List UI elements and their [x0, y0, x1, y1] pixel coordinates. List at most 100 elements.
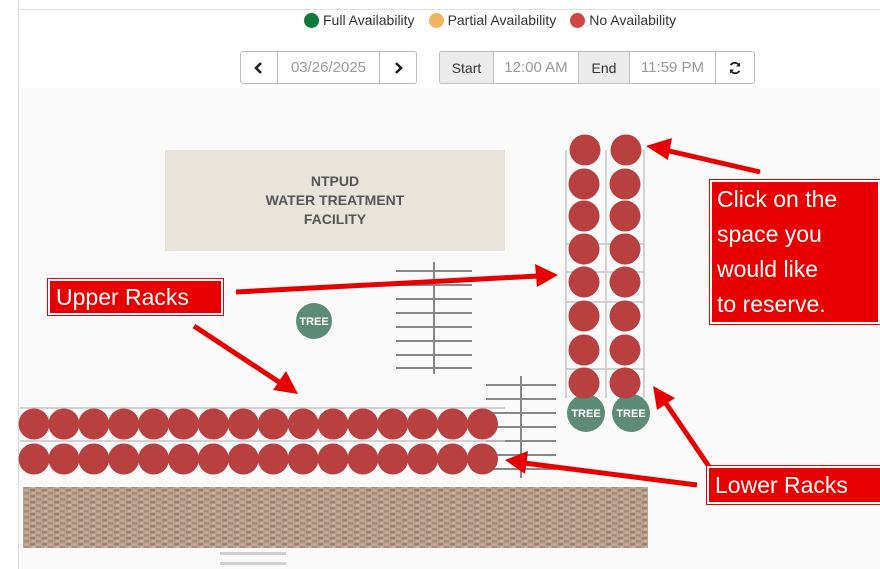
- next-date-button[interactable]: [379, 51, 417, 84]
- rack-space-lower[interactable]: [18, 408, 50, 440]
- lower-racks-callout: Lower Racks: [707, 466, 880, 504]
- rack-space-right[interactable]: [610, 134, 642, 166]
- legend-partial-label: Partial Availability: [447, 12, 557, 28]
- walkway-line: [220, 552, 286, 555]
- end-time-input[interactable]: [630, 51, 716, 84]
- rack-space-lower[interactable]: [347, 443, 379, 475]
- rack-space-right[interactable]: [568, 300, 600, 332]
- rack-space-right[interactable]: [568, 233, 600, 265]
- tree-icon: TREE: [612, 394, 650, 432]
- rack-space-right[interactable]: [569, 134, 601, 166]
- refresh-button[interactable]: [716, 51, 755, 84]
- arrow-head-icon: [646, 138, 672, 160]
- rack-space-right[interactable]: [568, 334, 600, 366]
- start-time-input[interactable]: [494, 51, 579, 84]
- walkway-line: [220, 562, 286, 565]
- arrow-icon: [235, 273, 539, 295]
- click-instructions-callout: Click on the space you would like to res…: [710, 180, 880, 324]
- legend-full-label: Full Availability: [323, 12, 415, 28]
- rack-space-lower[interactable]: [227, 443, 259, 475]
- legend-full: Full Availability: [304, 12, 415, 28]
- svg-text:TREE: TREE: [571, 408, 600, 420]
- rack-space-right[interactable]: [609, 233, 641, 265]
- rack-space-lower[interactable]: [48, 408, 80, 440]
- previous-date-button[interactable]: [240, 51, 278, 84]
- legend-partial: Partial Availability: [428, 12, 557, 28]
- rack-space-right[interactable]: [609, 334, 641, 366]
- rack-space-right[interactable]: [609, 266, 641, 298]
- tree-icon: TREE: [296, 303, 332, 339]
- legend-none-label: No Availability: [589, 12, 677, 28]
- rack-space-right[interactable]: [568, 367, 600, 399]
- rack-space-lower[interactable]: [108, 408, 140, 440]
- rack-space-lower[interactable]: [197, 443, 229, 475]
- rack-space-lower[interactable]: [257, 408, 289, 440]
- rack-space-lower[interactable]: [48, 443, 80, 475]
- end-time-label: End: [579, 51, 630, 84]
- rack-space-lower[interactable]: [138, 408, 170, 440]
- rack-space-right[interactable]: [609, 300, 641, 332]
- rack-space-lower[interactable]: [78, 443, 110, 475]
- rack-spots: [18, 134, 642, 475]
- header-divider: [18, 9, 880, 10]
- availability-legend: Full Availability Partial Availability N…: [304, 12, 676, 28]
- arrow-head-icon: [653, 386, 675, 410]
- rack-space-lower[interactable]: [347, 408, 379, 440]
- arrow-icon: [192, 323, 284, 387]
- rack-space-lower[interactable]: [108, 443, 140, 475]
- rack-space-lower[interactable]: [18, 443, 50, 475]
- time-range: Start End: [439, 51, 755, 84]
- rack-space-lower[interactable]: [227, 408, 259, 440]
- start-time-label: Start: [439, 51, 494, 84]
- date-input[interactable]: [278, 51, 379, 84]
- lower-row-grid: [20, 407, 505, 442]
- rack-space-lower[interactable]: [317, 408, 349, 440]
- rack-space-right[interactable]: [609, 168, 641, 200]
- rack-space-lower[interactable]: [168, 443, 199, 475]
- rack-space-right[interactable]: [568, 266, 600, 298]
- rack-space-lower[interactable]: [168, 408, 199, 440]
- chevron-right-icon: [395, 61, 403, 74]
- rack-space-lower[interactable]: [437, 443, 469, 475]
- rack-space-lower[interactable]: [287, 408, 319, 440]
- rack-space-lower[interactable]: [467, 443, 498, 475]
- svg-text:TREE: TREE: [616, 408, 645, 420]
- rack-space-lower[interactable]: [407, 408, 439, 440]
- rack-space-lower[interactable]: [407, 443, 439, 475]
- arrow-head-icon: [535, 264, 558, 287]
- arrow-icon: [523, 460, 698, 488]
- rack-space-lower[interactable]: [197, 408, 229, 440]
- chevron-left-icon: [254, 61, 262, 74]
- rack-space-lower[interactable]: [317, 443, 349, 475]
- parking-lot-pattern: [23, 487, 648, 548]
- svg-text:TREE: TREE: [299, 316, 328, 328]
- rack-space-lower[interactable]: [437, 408, 469, 440]
- facility-label: NTPUD WATER TREATMENT FACILITY: [265, 173, 405, 227]
- rack-space-lower[interactable]: [138, 443, 170, 475]
- rack-space-lower[interactable]: [377, 443, 409, 475]
- callout-arrows: [192, 138, 761, 488]
- tree-icon: TREE: [567, 394, 605, 432]
- legend-partial-dot-icon: [428, 12, 444, 28]
- water-treatment-facility: NTPUD WATER TREATMENT FACILITY: [165, 150, 505, 251]
- legend-full-dot-icon: [304, 12, 319, 28]
- rack-space-lower[interactable]: [287, 443, 319, 475]
- rack-space-lower[interactable]: [467, 408, 498, 440]
- rack-space-right[interactable]: [568, 168, 600, 200]
- rack-space-lower[interactable]: [377, 408, 409, 440]
- legend-none: No Availability: [570, 12, 676, 28]
- arrow-icon: [662, 400, 713, 470]
- rack-space-right[interactable]: [568, 200, 600, 232]
- arrow-icon: [664, 147, 761, 175]
- arrow-head-icon: [505, 451, 528, 474]
- date-picker: [240, 51, 417, 84]
- rack-space-right[interactable]: [609, 367, 641, 399]
- left-border: [18, 0, 19, 569]
- rack-space-lower[interactable]: [257, 443, 289, 475]
- rack-space-right[interactable]: [609, 200, 641, 232]
- refresh-icon: [729, 61, 741, 74]
- upper-racks-callout: Upper Racks: [48, 279, 223, 315]
- rack-space-lower[interactable]: [78, 408, 110, 440]
- arrow-head-icon: [273, 371, 298, 394]
